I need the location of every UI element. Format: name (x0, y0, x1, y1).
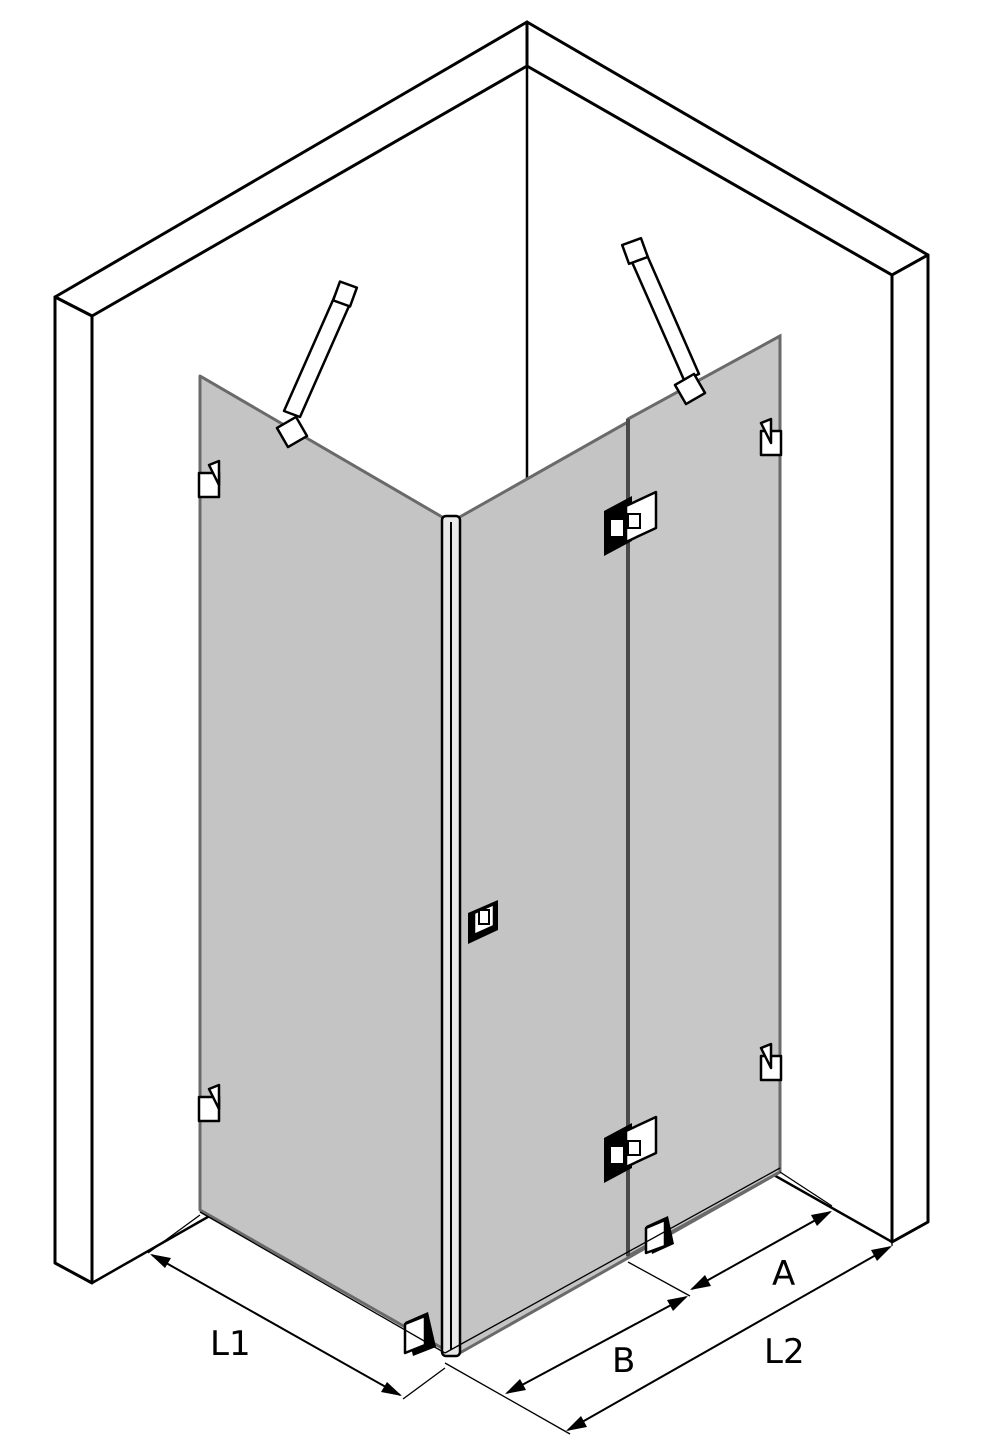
left-wall-top (53, 20, 529, 318)
dimension-b (505, 1296, 688, 1394)
wall-clamp-right-bottom (759, 1042, 783, 1082)
right-wall-edge (890, 253, 930, 1244)
dimension-l1 (150, 1254, 402, 1396)
label-l2: L2 (764, 1332, 805, 1372)
door-hinges (604, 490, 658, 1183)
label-a: A (772, 1254, 795, 1294)
right-stabilizer-bar (620, 236, 707, 406)
floor-clamps (403, 1216, 674, 1356)
left-glass-panel (198, 374, 451, 1354)
wall-clamp-left-bottom (197, 1083, 221, 1123)
dimension-a (690, 1211, 832, 1290)
floor-clamp-corner (403, 1312, 436, 1356)
label-l1: L1 (210, 1324, 251, 1364)
glass-panels (198, 333, 782, 1358)
door-hinge-top (604, 490, 658, 556)
right-wall-top (525, 20, 930, 277)
door-hinge-bottom (604, 1115, 658, 1183)
left-stabilizer-bar (275, 280, 359, 449)
left-wall-edge (53, 295, 94, 1285)
wall-clamp-left-top (197, 459, 221, 499)
dimension-l2 (566, 1246, 892, 1431)
floor-clamp-door (644, 1216, 674, 1255)
hinged-door-panel (626, 333, 782, 1259)
door-knob (468, 900, 498, 944)
wall-clamp-right-top (759, 417, 783, 457)
stabilizer-bars (275, 236, 707, 449)
wall-clamps (197, 417, 783, 1123)
dimension-lines (147, 1167, 893, 1435)
label-b: B (612, 1341, 635, 1381)
